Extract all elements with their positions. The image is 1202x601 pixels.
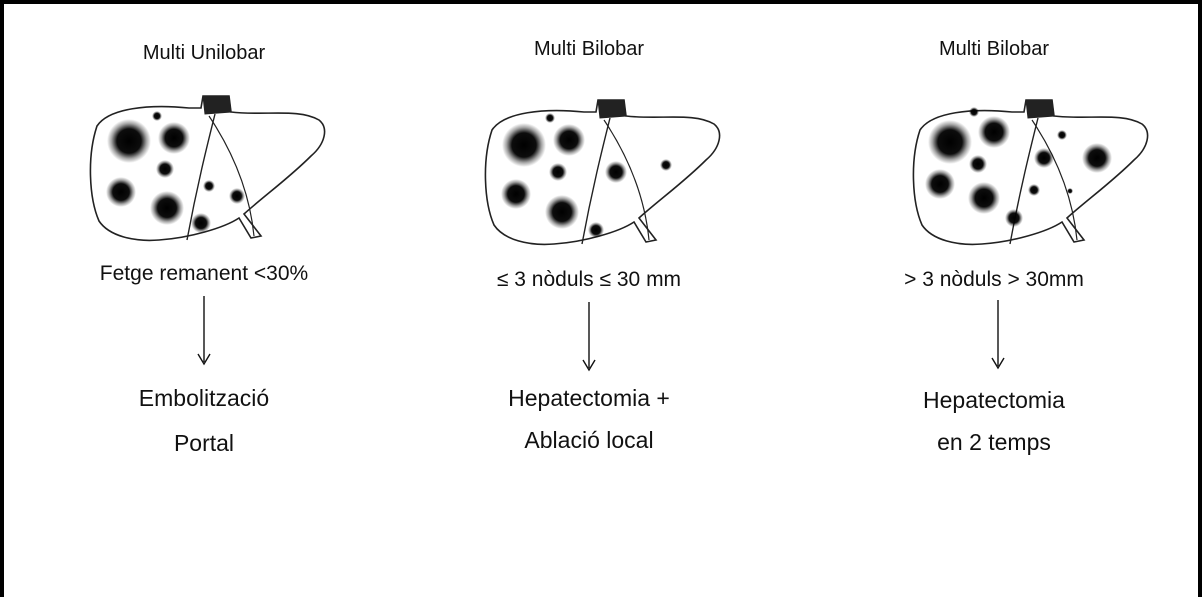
result-line-1: Hepatectomia [814, 380, 1174, 420]
result-line-1: Embolització [24, 378, 384, 418]
liver-illustration [79, 86, 329, 256]
column-title: Multi Bilobar [409, 38, 769, 61]
result-line-2: Ablació local [409, 420, 769, 460]
result-line-1: Hepatectomia + [409, 378, 769, 418]
liver-illustration [474, 90, 724, 260]
down-arrow [988, 300, 1008, 370]
column-multi-bilobar-large: Multi Bilobar > 3 nòduls > 30mm Hepatect… [814, 4, 1174, 601]
column-multi-bilobar-small: Multi Bilobar ≤ 3 nòduls ≤ 30 mm Hepatec… [409, 4, 769, 601]
column-title: Multi Bilobar [814, 38, 1174, 61]
down-arrow [579, 302, 599, 372]
column-title: Multi Unilobar [24, 42, 384, 65]
result-line-2: Portal [24, 423, 384, 463]
criteria-label: Fetge remanent <30% [24, 262, 384, 286]
criteria-label: > 3 nòduls > 30mm [814, 268, 1174, 292]
liver-illustration [902, 90, 1152, 260]
column-multi-unilobar: Multi Unilobar Fetge remanent <30% Embol… [24, 4, 384, 601]
result-line-2: en 2 temps [814, 422, 1174, 462]
criteria-label: ≤ 3 nòduls ≤ 30 mm [409, 268, 769, 292]
down-arrow [194, 296, 214, 366]
